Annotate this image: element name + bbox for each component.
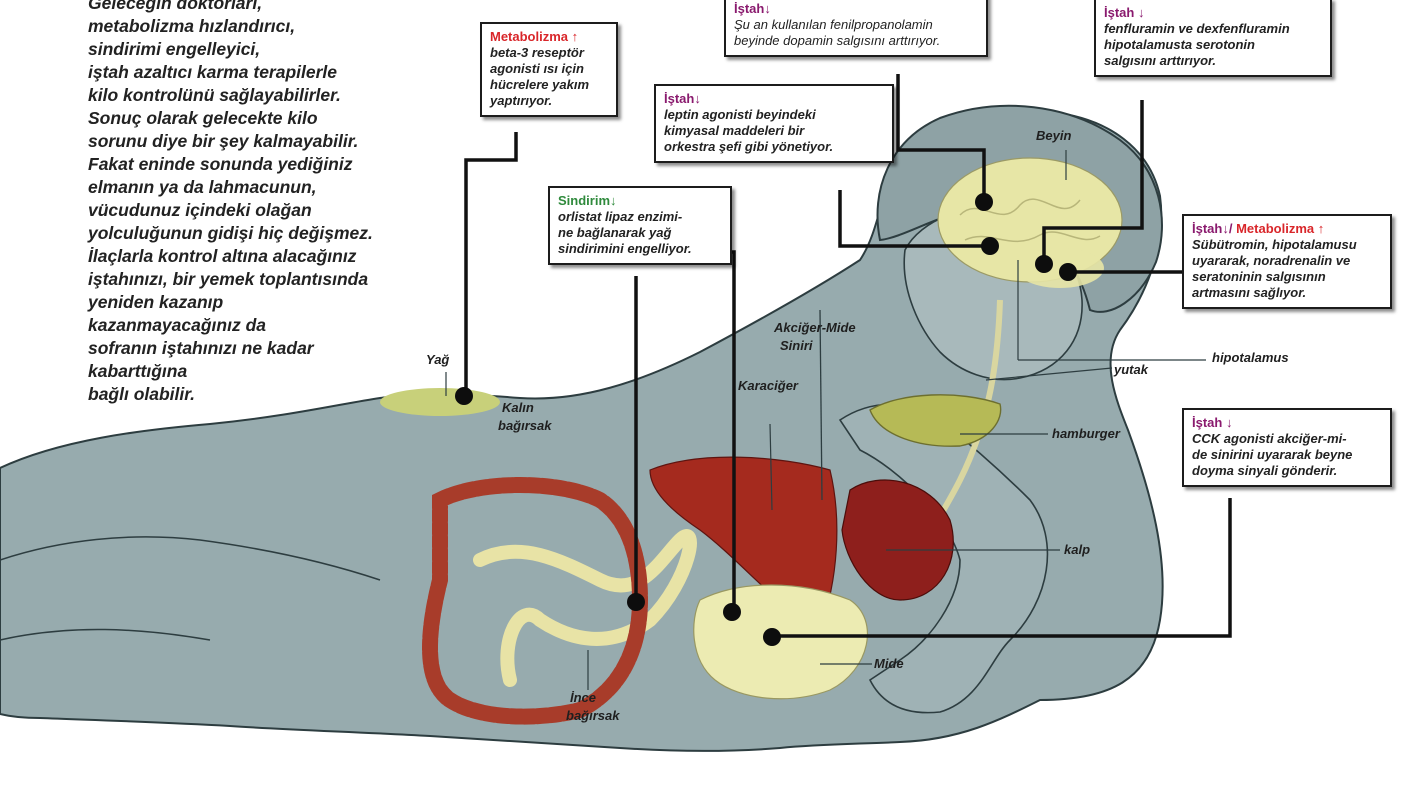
intro-line: yolculuğunun gidişi hiç değişmez.	[88, 222, 438, 245]
callout-line: fenfluramin ve dexfenfluramin	[1104, 21, 1322, 37]
label-kalin-bagirsak-1: Kalın	[502, 400, 534, 416]
label-ince-bagirsak-2: bağırsak	[566, 708, 619, 724]
intro-line: İlaçlarla kontrol altına alacağınız	[88, 245, 438, 268]
callout-heading: İştah↓	[664, 91, 884, 107]
callout-line: hücrelere yakım	[490, 77, 608, 93]
callout-line: seratoninin salgısının	[1192, 269, 1382, 285]
dot-fat	[455, 387, 473, 405]
callout-line: beyinde dopamin salgısını arttırıyor.	[734, 33, 978, 49]
callout-line: de sinirini uyararak beyne	[1192, 447, 1382, 463]
label-beyin: Beyin	[1036, 128, 1071, 144]
callout-heading: İştah ↓	[1104, 5, 1322, 21]
intro-line: Geleceğin doktorları,	[88, 0, 438, 15]
callout-line: yaptırıyor.	[490, 93, 608, 109]
dot-brain-leptin	[981, 237, 999, 255]
dot-brain-dopamine	[975, 193, 993, 211]
callout-line: ne bağlanarak yağ	[558, 225, 722, 241]
intro-line: Fakat eninde sonunda yediğiniz	[88, 153, 438, 176]
connector-metabolizma	[466, 132, 516, 396]
intro-line: Sonuç olarak gelecekte kilo	[88, 107, 438, 130]
callout-heading: İştah↓	[734, 1, 978, 17]
intro-line: bağlı olabilir.	[88, 383, 438, 406]
label-ince-bagirsak-1: İnce	[570, 690, 596, 706]
label-akciger-mide-1: Akciğer-Mide	[774, 320, 856, 336]
intro-line: sofranın iştahınızı ne kadar	[88, 337, 438, 360]
callout-line: Sübütromin, hipotalamusu	[1192, 237, 1382, 253]
callout-metabolizma: Metabolizma ↑ beta-3 reseptör agonisti ı…	[480, 22, 618, 117]
callout-leptin: İştah↓ leptin agonisti beyindeki kimyasa…	[654, 84, 894, 163]
intro-line: kilo kontrolünü sağlayabilirler.	[88, 84, 438, 107]
stomach	[694, 585, 868, 699]
intro-line: sindirimi engelleyici,	[88, 38, 438, 61]
callout-sibutramin: İştah↓/ Metabolizma ↑ Sübütromin, hipota…	[1182, 214, 1392, 309]
intro-line: iştahınızı, bir yemek toplantısında	[88, 268, 438, 291]
callout-line: agonisti ısı için	[490, 61, 608, 77]
callout-line: orlistat lipaz enzimi-	[558, 209, 722, 225]
callout-heading: İştah ↓	[1192, 415, 1382, 431]
intro-line: sorunu diye bir şey kalmayabilir.	[88, 130, 438, 153]
intro-line: metabolizma hızlandırıcı,	[88, 15, 438, 38]
intro-line: vücudunuz içindeki olağan	[88, 199, 438, 222]
intro-line: yeniden kazanıp	[88, 291, 438, 314]
callout-heading: Metabolizma ↑	[490, 29, 608, 45]
callout-fenfluramin: İştah ↓ fenfluramin ve dexfenfluramin hi…	[1094, 0, 1332, 77]
label-yutak: yutak	[1114, 362, 1148, 378]
callout-fenilpropanolamin: İştah↓ Şu an kullanılan fenilpropanolami…	[724, 0, 988, 57]
label-kalin-bagirsak-2: bağırsak	[498, 418, 551, 434]
dot-hypothalamus-serotonin	[1035, 255, 1053, 273]
heading-istah: İştah↓/	[1192, 221, 1232, 236]
intro-line: elmanın ya da lahmacunun,	[88, 176, 438, 199]
callout-line: doyma sinyali gönderir.	[1192, 463, 1382, 479]
label-hamburger: hamburger	[1052, 426, 1120, 442]
label-mide: Mide	[874, 656, 904, 672]
callout-line: uyararak, noradrenalin ve	[1192, 253, 1382, 269]
dot-stomach	[763, 628, 781, 646]
intro-line: iştah azaltıcı karma terapilerle	[88, 61, 438, 84]
dot-small-intestine	[627, 593, 645, 611]
label-hipotalamus: hipotalamus	[1212, 350, 1289, 366]
label-karaciger: Karaciğer	[738, 378, 798, 394]
callout-line: CCK agonisti akciğer-mi-	[1192, 431, 1382, 447]
dot-pancreas	[723, 603, 741, 621]
callout-line: sindirimini engelliyor.	[558, 241, 722, 257]
callout-line: artmasını sağlıyor.	[1192, 285, 1382, 301]
callout-line: kimyasal maddeleri bir	[664, 123, 884, 139]
callout-heading: İştah↓/ Metabolizma ↑	[1192, 221, 1382, 237]
callout-heading: Sindirim↓	[558, 193, 722, 209]
callout-cck: İştah ↓ CCK agonisti akciğer-mi- de sini…	[1182, 408, 1392, 487]
label-kalp: kalp	[1064, 542, 1090, 558]
callout-orlistat: Sindirim↓ orlistat lipaz enzimi- ne bağl…	[548, 186, 732, 265]
callout-line: leptin agonisti beyindeki	[664, 107, 884, 123]
callout-line: salgısını arttırıyor.	[1104, 53, 1322, 69]
label-yag: Yağ	[426, 352, 449, 368]
intro-line: kazanmayacağınız da	[88, 314, 438, 337]
dot-hypothalamus-sibutramin	[1059, 263, 1077, 281]
callout-line: orkestra şefi gibi yönetiyor.	[664, 139, 884, 155]
intro-paragraph: Geleceğin doktorları, metabolizma hızlan…	[88, 0, 438, 406]
callout-line: hipotalamusta serotonin	[1104, 37, 1322, 53]
intro-line: kabarttığına	[88, 360, 438, 383]
label-akciger-mide-2: Siniri	[780, 338, 813, 354]
callout-line: Şu an kullanılan fenilpropanolamin	[734, 17, 978, 33]
heading-metabolizma: Metabolizma ↑	[1236, 221, 1324, 236]
callout-line: beta-3 reseptör	[490, 45, 608, 61]
